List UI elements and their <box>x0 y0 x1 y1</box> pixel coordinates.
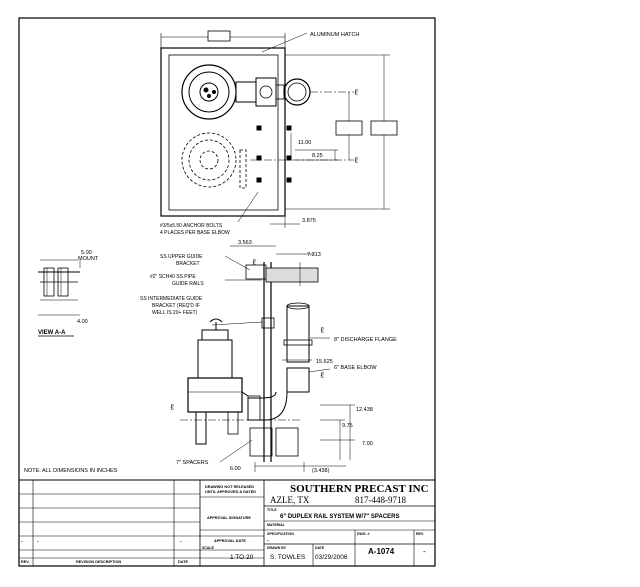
rev-value: - <box>423 547 426 556</box>
approval-date-label: APPROVAL DATE <box>214 539 246 543</box>
pipe-label-1: #2" SCH40 SS PIPE <box>150 274 196 280</box>
discharge-flange-label: 8" DISCHARGE FLANGE <box>334 337 397 343</box>
material-label: MATERIAL <box>267 523 286 527</box>
plan-view <box>160 30 398 228</box>
dim-8-25: 8.25 <box>312 153 323 159</box>
centerline-mark: ℓ <box>170 402 174 412</box>
dim-3-438: (3.438) <box>312 468 330 474</box>
dim-3-875: 3.875 <box>302 218 316 224</box>
anchor-bolts-label-2: 4 PLACES PER BASE ELBOW <box>160 230 230 236</box>
scale-label: SCALE <box>202 546 215 550</box>
drawing-note-2: UNTIL APPROVED & DATED <box>205 490 256 494</box>
rev-label: REV. <box>416 532 424 536</box>
date-label: DATE <box>315 546 325 550</box>
drawn-by-value: S. TOWLES <box>270 554 306 561</box>
drawing-note-1: DRAWING NOT RELEASED <box>205 485 254 489</box>
drawn-by-label: DRAWN BY <box>267 546 287 550</box>
base-elbow-label: 6" BASE ELBOW <box>334 365 377 371</box>
date-header: DATE <box>178 560 189 564</box>
drawing-title: 6" DUPLEX RAIL SYSTEM W/7" SPACERS <box>280 514 400 520</box>
dimensions-note: NOTE: ALL DIMENSIONS IN INCHES <box>24 468 118 474</box>
dwg-number: A-1074 <box>368 547 395 556</box>
dim-15-625: 15.625 <box>316 359 333 365</box>
centerline-mark: ℓ <box>320 325 324 335</box>
view-aa <box>38 259 81 316</box>
view-aa-label: VIEW A-A <box>38 330 66 336</box>
dim-4-00: 4.00 <box>77 319 88 325</box>
centerline-mark: ℓ <box>354 87 358 97</box>
elevation-view <box>180 245 355 472</box>
aluminum-hatch-label: ALUMINUM HATCH <box>310 32 359 38</box>
upper-guide-label-2: BRACKET <box>176 261 200 267</box>
dim-7-00: 7.00 <box>362 441 373 447</box>
company-phone: 817-448-9718 <box>355 495 406 505</box>
company-city: AZLE, TX <box>270 495 310 505</box>
intermediate-label-3: WELL IS 20+ FEET) <box>152 310 198 316</box>
title-label: TITLE <box>267 508 277 512</box>
intermediate-label-1: SS INTERMEDIATE GUIDE <box>140 296 203 302</box>
approval-signature-label: APPROVAL SIGNATURE <box>207 516 251 520</box>
anchor-bolts-label-1: #3/5x5.50 ANCHOR BOLTS <box>160 223 223 229</box>
dim-5-00: 5.00 <box>81 250 92 256</box>
desc-dash: - <box>37 539 39 545</box>
sheet-border <box>18 17 436 567</box>
centerline-mark: ℓ <box>354 155 358 165</box>
dim-9-75: 9.75 <box>342 423 353 429</box>
mount-label: MOUNT <box>78 256 99 262</box>
rev-dash: - <box>21 539 23 545</box>
dim-11-00: 11.00 <box>298 140 311 146</box>
dim-7-313: 7.313 <box>307 252 321 258</box>
specification-dash: - <box>267 538 269 544</box>
company-name: SOUTHERN PRECAST INC <box>290 483 429 495</box>
title-block <box>19 479 435 566</box>
dim-3-563: 3.563 <box>238 240 252 246</box>
dim-6-00: 6.00 <box>230 466 241 472</box>
specification-label: SPECIFICATION <box>267 532 294 536</box>
spacers-label: 7" SPACERS <box>176 460 209 466</box>
dwg-label: DWG. # <box>357 532 369 536</box>
date-value: 03/29/2006 <box>315 554 348 561</box>
rev-header: REV. <box>21 560 30 564</box>
intermediate-label-2: BRACKET (REQ'D IF <box>152 303 200 309</box>
cl-marks: ℓ ℓ ℓ ℓ ℓ ℓ <box>170 87 358 412</box>
date-dash: - <box>180 539 182 545</box>
centerline-mark: ℓ <box>320 370 324 380</box>
revision-description-header: REVISION DESCRIPTION <box>76 560 121 564</box>
dim-12-438: 12.438 <box>356 407 373 413</box>
pipe-label-2: GUIDE RAILS <box>172 281 204 287</box>
centerline-mark: ℓ <box>252 257 256 267</box>
upper-guide-label-1: SS UPPER GUIDE <box>160 254 203 260</box>
scale-value: 1 TO 20 <box>230 554 254 561</box>
